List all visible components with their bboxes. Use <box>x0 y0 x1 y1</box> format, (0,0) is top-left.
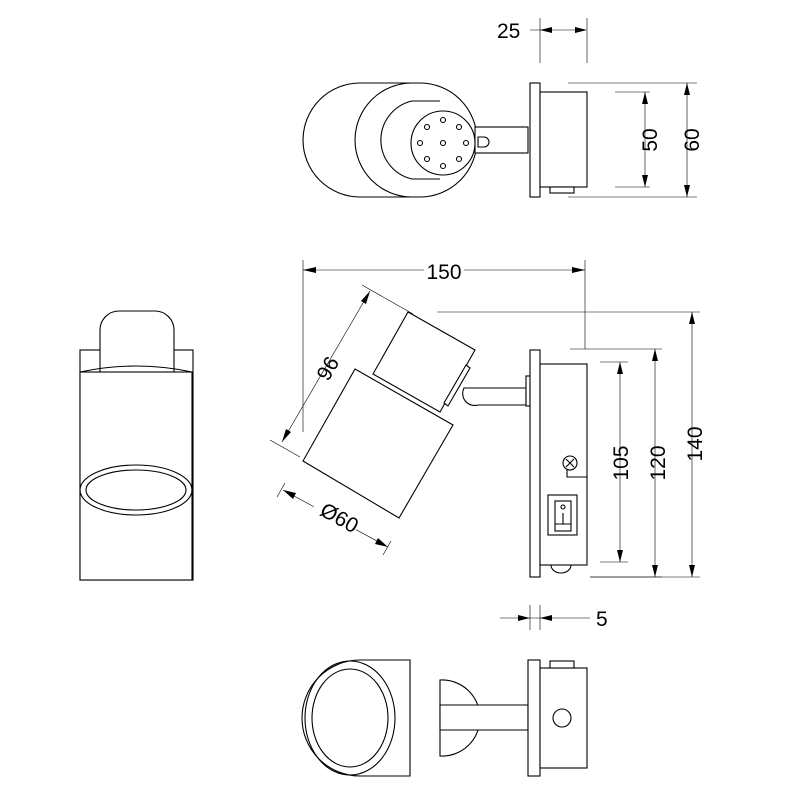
lamp-front <box>302 368 454 519</box>
arm-flange <box>525 375 531 407</box>
front-view: 150 96 Ø60 140 120 105 <box>269 258 707 578</box>
vent-disc <box>410 110 476 176</box>
lamp-rear-cap <box>380 100 440 180</box>
side-view <box>79 310 194 581</box>
vent-holes <box>416 116 470 170</box>
cable-nub <box>550 564 572 574</box>
hinge-knob <box>477 136 490 148</box>
lens-ring-outer <box>79 464 193 516</box>
top-view: 25 50 60 <box>302 18 704 198</box>
dim-5: 5 <box>596 608 608 631</box>
lens-ring-outer <box>304 660 396 776</box>
lamp-rear <box>372 311 476 413</box>
lens-ring-inner <box>85 469 187 511</box>
arm-tube <box>462 387 527 407</box>
arm-tube <box>439 704 529 731</box>
lamp-body-outer <box>302 82 478 198</box>
cable-nub <box>549 186 575 194</box>
dim-150: 150 <box>426 261 461 284</box>
hinge-plate <box>443 364 471 407</box>
dim-60: 60 <box>681 128 704 151</box>
dim-96: 96 <box>313 353 345 385</box>
wall-plate <box>529 349 541 578</box>
dim-105: 105 <box>610 445 633 480</box>
dim-diameter-60: Ø60 <box>316 499 362 538</box>
cable-hole <box>552 708 572 728</box>
bottom-view: 5 <box>301 605 608 777</box>
cable-nub <box>549 660 575 669</box>
wall-plate <box>529 82 541 198</box>
lens-ring-inner <box>311 668 389 768</box>
dim-50: 50 <box>639 128 662 151</box>
junction-box <box>539 91 588 188</box>
lamp-body-ring <box>354 82 413 198</box>
dim-25: 25 <box>497 20 520 43</box>
dim-120: 120 <box>647 445 670 480</box>
lamp-body <box>79 371 193 581</box>
dim-140: 140 <box>684 426 707 461</box>
wall-plate <box>527 659 541 777</box>
lamp-rear <box>99 310 175 373</box>
